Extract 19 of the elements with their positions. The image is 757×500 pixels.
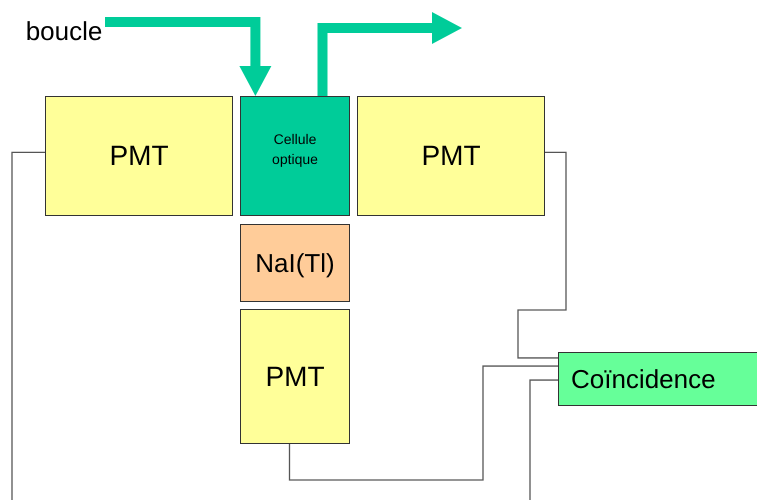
- box-label: NaI(Tl): [255, 248, 335, 278]
- coincidence-box: [558, 352, 757, 406]
- pmt-box: [357, 96, 545, 216]
- crystal-box: [240, 224, 350, 302]
- box-label: PMT: [265, 360, 325, 392]
- signal-line: [11, 152, 45, 500]
- box-label: PMT: [109, 140, 169, 172]
- optical-cell-box: [240, 96, 350, 216]
- signal-line: [517, 152, 567, 359]
- flow-arrow: [318, 12, 462, 96]
- box-label: Coïncidence: [571, 364, 716, 394]
- signal-line: [529, 379, 558, 500]
- pmt-box: [240, 309, 350, 444]
- box-label: Cellule optique: [271, 130, 319, 169]
- box-label: PMT: [421, 140, 481, 172]
- loop-label: boucle: [26, 16, 102, 46]
- flow-arrow: [105, 17, 272, 96]
- signal-line: [288, 365, 558, 481]
- pmt-box: [45, 96, 233, 216]
